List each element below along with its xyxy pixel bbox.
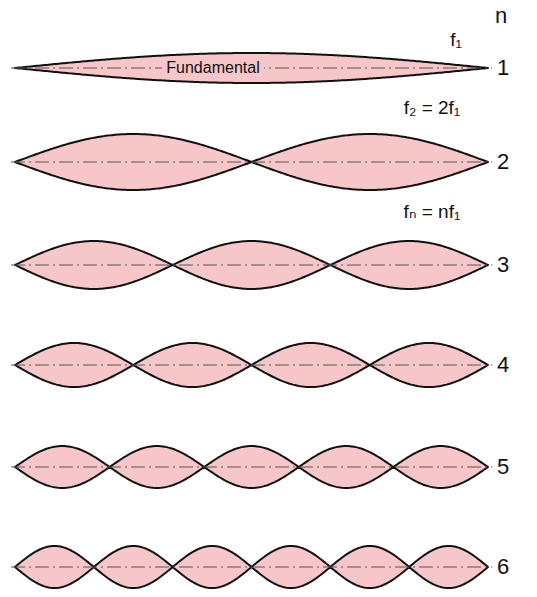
harmonic-wave xyxy=(11,134,492,190)
center-axis xyxy=(11,162,492,163)
center-axis xyxy=(11,467,492,468)
harmonic-wave xyxy=(11,241,492,289)
center-axis xyxy=(11,265,492,266)
harmonic-wave xyxy=(11,546,492,588)
harmonic-number: 1 xyxy=(497,56,509,80)
frequency-formula: fₙ = nf₁ xyxy=(404,202,461,223)
frequency-formula: f₂ = 2f₁ xyxy=(404,98,461,119)
harmonic-number: 4 xyxy=(497,353,509,377)
harmonic-wave xyxy=(11,446,492,488)
fundamental-lobe: Fundamental xyxy=(15,51,488,85)
harmonic-number: 5 xyxy=(497,455,509,479)
center-axis xyxy=(11,365,492,366)
harmonic-number: 3 xyxy=(497,253,509,277)
harmonic-number: 2 xyxy=(497,150,509,174)
center-axis xyxy=(11,567,492,568)
mode-name: Fundamental xyxy=(162,59,263,77)
harmonic-number: 6 xyxy=(497,555,509,579)
frequency-label: f₁ xyxy=(450,30,462,51)
column-heading: n xyxy=(495,4,507,28)
harmonic-wave xyxy=(11,343,492,387)
